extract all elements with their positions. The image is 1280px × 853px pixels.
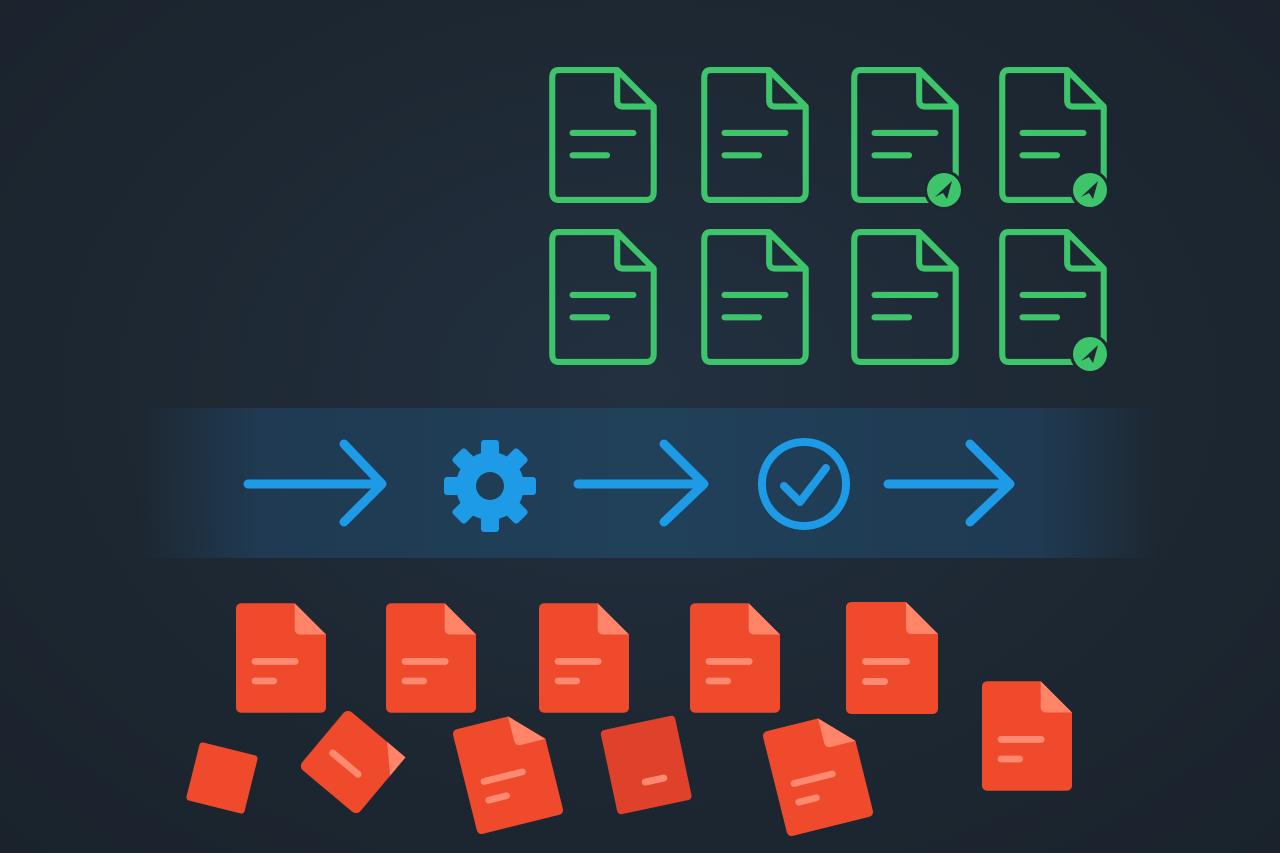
verified-badge-icon — [924, 170, 964, 210]
rejected-file-icon — [386, 603, 476, 713]
check-circle-icon — [758, 438, 850, 530]
verified-badge-icon — [1070, 334, 1110, 374]
rejected-file-icon — [690, 603, 780, 713]
rejected-file-icon — [846, 602, 938, 714]
rejected-file-icon — [300, 710, 406, 814]
arrow-right-icon — [243, 439, 387, 527]
valid-file-icon — [552, 70, 653, 200]
pipeline — [243, 438, 1015, 530]
gear-icon — [444, 440, 536, 532]
verified-badge-icon — [1070, 170, 1110, 210]
valid-file-icon — [854, 232, 955, 362]
rejected-file-icon — [761, 710, 875, 838]
valid-file-icon — [704, 232, 805, 362]
arrow-right-icon — [883, 439, 1015, 527]
rejected-file-icon — [539, 603, 629, 713]
valid-file-icon — [552, 232, 653, 362]
rejected-file-icon — [185, 741, 259, 815]
rejected-file-icon — [600, 715, 692, 815]
rejected-files — [185, 602, 1072, 838]
valid-files-grid — [552, 70, 1110, 374]
valid-file-icon — [704, 70, 805, 200]
rejected-file-icon — [982, 681, 1072, 791]
rejected-file-icon — [451, 708, 565, 836]
arrow-right-icon — [573, 439, 709, 527]
rejected-file-icon — [236, 603, 326, 713]
